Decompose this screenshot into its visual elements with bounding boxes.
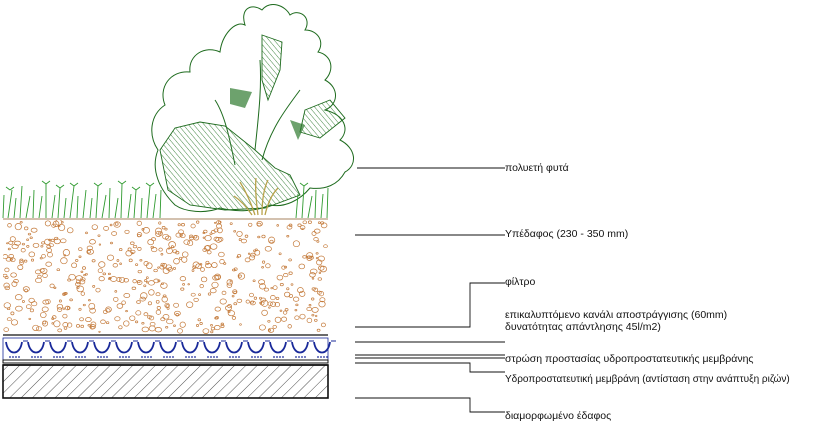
label-plants: πολυετή φυτά <box>505 162 569 174</box>
label-protection: στρώση προστασίας υδροπροστατευτικής μεμ… <box>505 353 754 365</box>
label-base: διαμορφωμένο έδαφος <box>505 410 612 422</box>
label-membrane: Υδροπροστατευτική μεμβράνη (αντίσταση στ… <box>505 374 790 385</box>
substrate-layer <box>3 218 328 334</box>
grass-tuft <box>233 177 279 216</box>
leader-membrane-b <box>355 362 505 373</box>
label-drainage-line2: δυνατότητας απάντλησης 45l/m2) <box>505 321 661 333</box>
leader-filter <box>355 282 505 328</box>
label-drainage-line1: επικαλυπτόμενο κανάλι αποστράγγισης (60m… <box>505 309 728 321</box>
drainage-layer <box>2 337 336 361</box>
shrub-leaves <box>159 34 346 211</box>
protection-layer <box>2 359 329 364</box>
grass-layer <box>2 180 329 219</box>
label-filter: φίλτρο <box>505 276 536 288</box>
base-slab <box>2 364 329 399</box>
leader-base <box>355 397 505 413</box>
label-substrate: Υπέδαφος (230 - 350 mm) <box>505 228 629 240</box>
leader-lines <box>355 167 505 413</box>
